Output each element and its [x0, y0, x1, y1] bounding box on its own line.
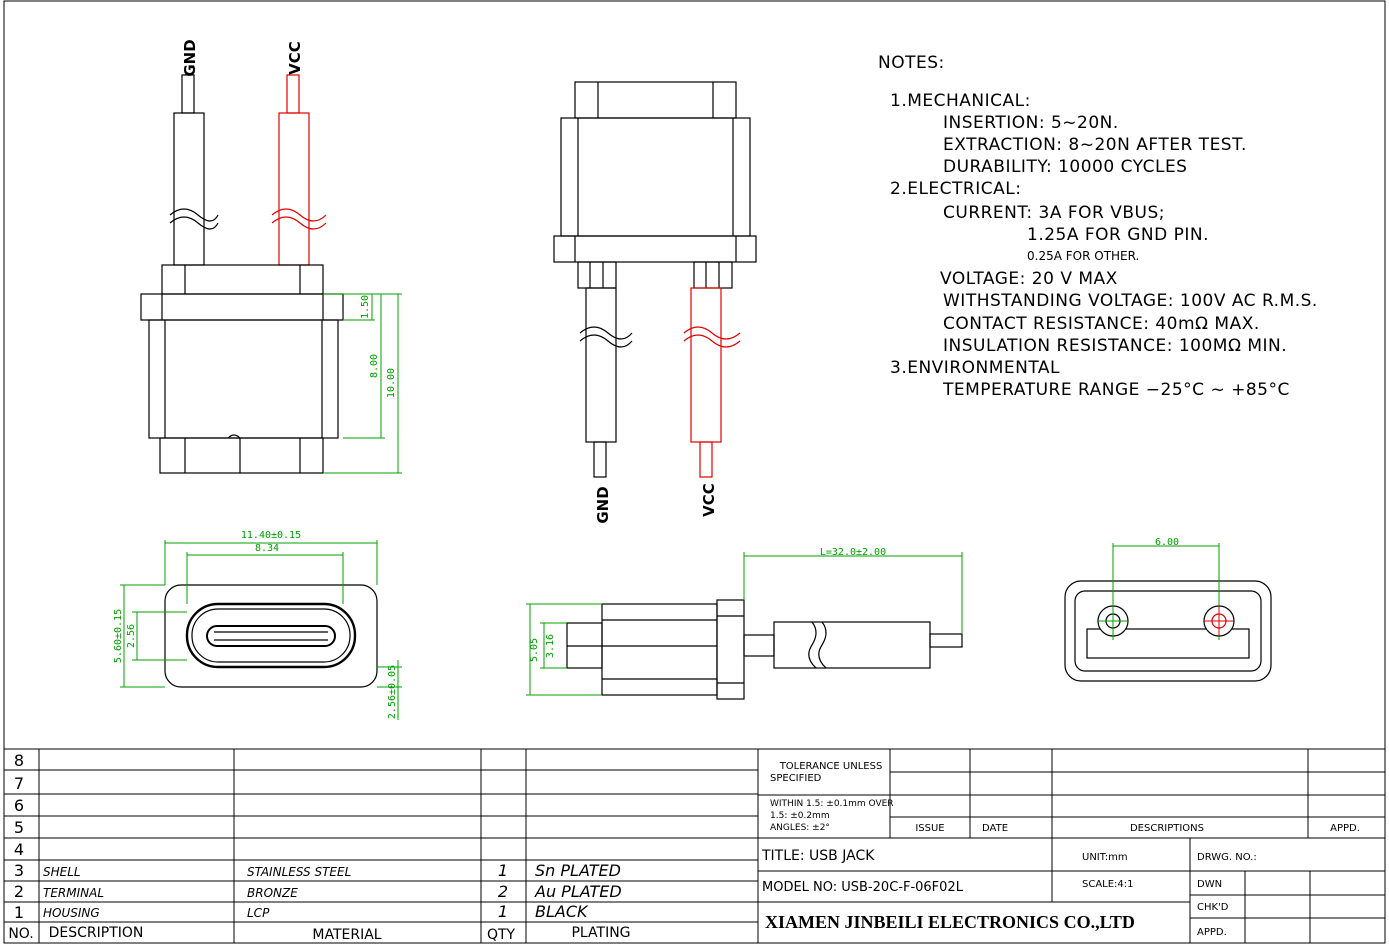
notes-current-gnd: 1.25A FOR GND PIN.	[1027, 225, 1209, 245]
vcc-wire-jacket	[278, 112, 310, 266]
side-dimensions	[526, 552, 963, 696]
sheet-border	[3, 0, 1386, 944]
bom-header-qty: QTY	[487, 927, 516, 943]
tb-within-3: ANGLES: ±2°	[770, 823, 830, 833]
notes-environmental: 3.ENVIRONMENTAL	[890, 358, 1060, 378]
bom-row-qty: 1	[498, 861, 508, 880]
notes-contact: CONTACT RESISTANCE: 40mΩ MAX.	[943, 314, 1260, 334]
bom-header-description: DESCRIPTION	[49, 925, 144, 941]
notes-withstanding: WITHSTANDING VOLTAGE: 100V AC R.M.S.	[943, 291, 1318, 311]
dim-2-56: 2.56	[126, 624, 137, 648]
bom-rownum: 5	[14, 818, 24, 837]
gnd-wire-jacket	[173, 112, 205, 266]
tb-drwg-no: DRWG. NO.:	[1197, 852, 1257, 863]
tb-issue: ISSUE	[915, 823, 944, 834]
tb-date: DATE	[982, 823, 1008, 834]
vcc-wire-tip	[286, 74, 300, 114]
side-view	[566, 599, 963, 700]
dim-1-50: 1.50	[360, 295, 371, 319]
bom-header-plating: PLATING	[571, 925, 630, 941]
dim-10-00: 10.00	[386, 368, 397, 398]
bom-row-qty: 2	[498, 882, 508, 901]
bom-row-qty: 1	[498, 902, 508, 921]
bom-row-plating: Sn PLATED	[535, 861, 621, 880]
vcc-label-top: VCC	[286, 41, 304, 75]
dim-2-56-tol: 2.56±0.05	[387, 665, 398, 719]
rear-dimensions	[1098, 543, 1234, 640]
dim-3-16: 3.16	[545, 634, 556, 658]
dim-pin-spacing: 6.00	[1155, 537, 1179, 548]
bom-row-plating: Au PLATED	[534, 882, 622, 901]
bom-rownum: 7	[14, 774, 24, 793]
dim-cable-length: L=32.0±2.00	[820, 547, 886, 558]
tb-within-1: WITHIN 1.5: ±0.1mm OVER	[770, 799, 894, 809]
gnd-wire-tip	[181, 74, 195, 114]
gnd-label-bottom: GND	[594, 486, 612, 523]
dim-11-40: 11.40±0.15	[241, 530, 301, 541]
vcc-label-bottom: VCC	[700, 483, 718, 517]
tb-chkd: CHK'D	[1197, 902, 1229, 913]
rear-view	[1064, 580, 1272, 682]
tb-within-2: 1.5: ±0.2mm	[770, 811, 830, 821]
bom-rownum: 1	[14, 903, 24, 922]
bom-header-no: NO.	[8, 926, 33, 942]
dim-5-60: 5.60±0.15	[113, 609, 124, 663]
notes-extraction: EXTRACTION: 8~20N AFTER TEST.	[943, 135, 1247, 155]
bom-row-material: STAINLESS STEEL	[247, 865, 351, 879]
tb-unit: UNIT:mm	[1082, 852, 1128, 863]
dim-8-00: 8.00	[369, 354, 380, 378]
title-block	[758, 748, 1385, 943]
bom-header-material: MATERIAL	[312, 927, 381, 943]
tb-title: TITLE: USB JACK	[761, 848, 875, 864]
notes-title: NOTES:	[878, 53, 945, 73]
tb-appd2: APPD.	[1197, 927, 1227, 938]
bom-row-material: LCP	[247, 906, 270, 920]
tb-company: XIAMEN JINBEILI ELECTRONICS CO.,LTD	[765, 912, 1135, 932]
notes-mechanical: 1.MECHANICAL:	[890, 91, 1031, 111]
notes-voltage: VOLTAGE: 20 V MAX	[940, 269, 1118, 289]
dim-8-34: 8.34	[255, 543, 279, 554]
tb-appd: APPD.	[1330, 823, 1360, 834]
tb-tolerance-1: TOLERANCE UNLESS	[779, 761, 883, 772]
bom-table	[4, 748, 759, 943]
tb-descriptions: DESCRIPTIONS	[1130, 823, 1204, 834]
notes-current: CURRENT: 3A FOR VBUS;	[943, 203, 1165, 223]
bom-rownum: 6	[14, 796, 24, 815]
bom-row-plating: BLACK	[535, 902, 589, 921]
bom-row-material: BRONZE	[247, 886, 298, 900]
bom-rownum: 4	[14, 840, 24, 859]
tb-model: MODEL NO: USB-20C-F-06F02L	[762, 880, 964, 895]
mating-dimensions	[120, 540, 402, 720]
front-dimensions	[323, 293, 402, 474]
front-view	[140, 74, 344, 474]
bom-row-description: HOUSING	[43, 906, 100, 920]
notes-insulation: INSULATION RESISTANCE: 100MΩ MIN.	[943, 336, 1287, 356]
bom-rownum: 3	[14, 861, 24, 880]
bom-rownum: 8	[14, 751, 24, 770]
mating-face-view	[164, 584, 378, 688]
notes-temperature: TEMPERATURE RANGE −25°C ~ +85°C	[942, 380, 1290, 400]
notes-durability: DURABILITY: 10000 CYCLES	[943, 157, 1187, 177]
bom-row-description: SHELL	[43, 865, 81, 879]
notes-block: NOTES: 1.MECHANICAL: INSERTION: 5~20N. E…	[878, 53, 1318, 400]
dim-5-05: 5.05	[529, 638, 540, 662]
notes-insertion: INSERTION: 5~20N.	[943, 113, 1119, 133]
tb-tolerance-2: SPECIFIED	[770, 773, 822, 784]
bom-row-numbers: 8 7 6 5 4 3 2 1	[14, 751, 24, 922]
notes-current-other: 0.25A FOR OTHER.	[1027, 249, 1139, 263]
gnd-label-top: GND	[181, 39, 199, 76]
bom-rownum: 2	[14, 882, 24, 901]
tb-scale: SCALE:4:1	[1082, 879, 1134, 890]
notes-electrical: 2.ELECTRICAL:	[890, 179, 1021, 199]
back-view	[553, 81, 757, 478]
bom-row-description: TERMINAL	[43, 886, 104, 900]
tb-dwn: DWN	[1197, 879, 1222, 890]
